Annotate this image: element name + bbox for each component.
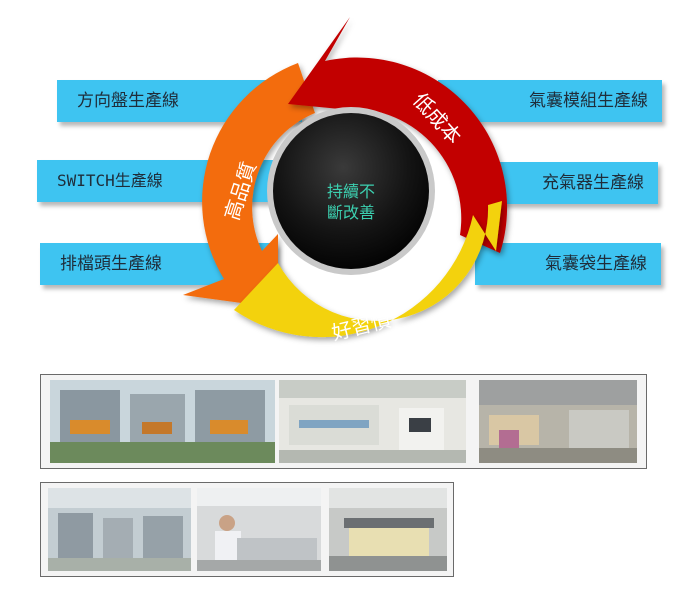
factory-photo-4 (48, 488, 191, 571)
photo-strip-top (40, 374, 647, 469)
line-label-airbag-cushion: 氣囊袋生產線 (475, 243, 661, 285)
center-text-line2: 斷改善 (327, 203, 375, 222)
quality-arrow (183, 63, 315, 308)
factory-photo-5 (197, 488, 321, 571)
habit-arrow (234, 201, 502, 338)
line-label-airbag-module: 氣囊模組生產線 (438, 80, 662, 122)
photo-strip-bottom (40, 482, 454, 577)
factory-photo-3 (479, 380, 637, 463)
factory-photo-2 (279, 380, 466, 463)
habit-arrow-label: 好習慣 (329, 307, 393, 345)
center-text-line1: 持續不 (327, 182, 375, 201)
improvement-cycle-diagram: 持續不 斷改善 低成本 高品質 好習慣 (183, 17, 508, 345)
factory-photo-6 (329, 488, 447, 571)
factory-photo-1 (50, 380, 275, 463)
cost-arrow (288, 17, 508, 253)
center-circle (273, 113, 429, 269)
line-label-inflator: 充氣器生產線 (478, 162, 658, 204)
